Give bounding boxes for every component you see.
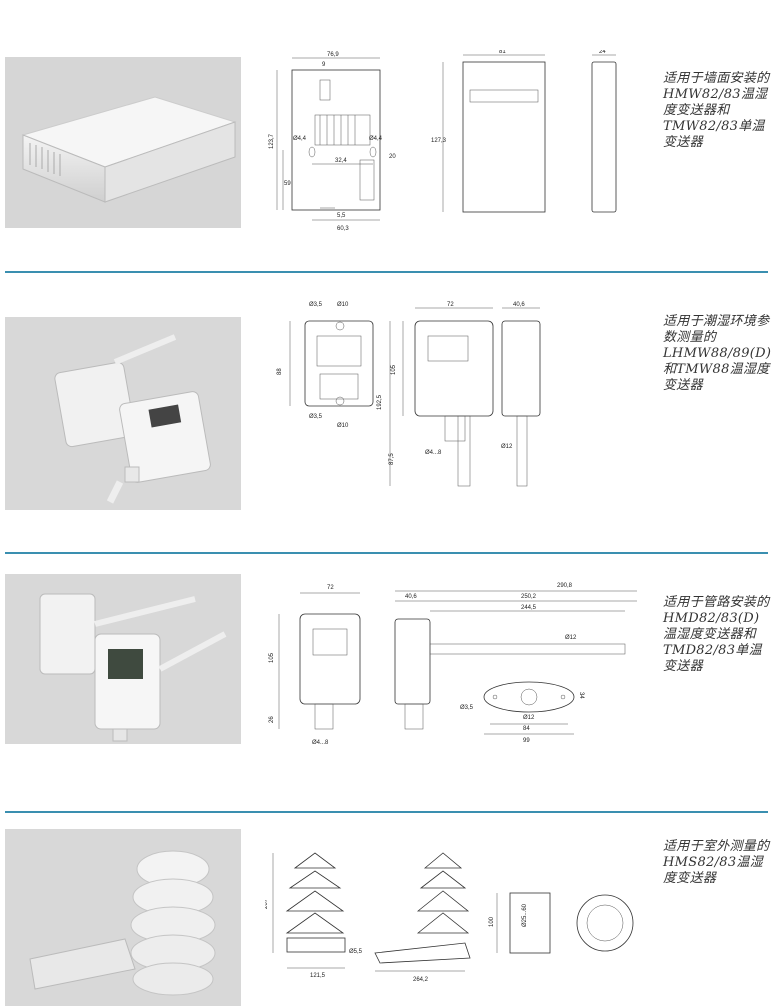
section-divider <box>5 552 768 554</box>
dim-height-207: 207 <box>265 898 269 909</box>
dim-probe-87-5: 87,5 <box>389 453 395 465</box>
dim-hole-a: Ø3,5 <box>309 302 323 308</box>
dim-probe-dia: Ø12 <box>565 635 577 641</box>
section-outdoor: 207 Ø5,5 121,5 264,2 100 Ø25...60 适用于室外测… <box>0 813 775 1006</box>
dim-clamp-range: Ø25...60 <box>522 903 528 927</box>
section-wall-mount: 76,9 9 123,7 Ø4,4 Ø4,4 32,4 20 59 5,5 60… <box>0 0 775 272</box>
dim-flange-hole: Ø3,5 <box>460 705 474 711</box>
dim-flange-84: 84 <box>523 726 530 732</box>
dim-width-264-2: 264,2 <box>413 977 429 983</box>
dim-hole-left: Ø4,4 <box>293 136 307 142</box>
dim-hole-c: Ø3,5 <box>309 414 323 420</box>
technical-drawing-outdoor: 207 Ø5,5 121,5 264,2 100 Ø25...60 <box>263 843 645 1003</box>
dim-upper-105: 105 <box>391 364 397 375</box>
dim-height: 123,7 <box>269 133 275 149</box>
dim-hole: Ø5,5 <box>349 949 363 955</box>
technical-drawing-duct: 72 105 26 Ø4...8 290,8 40,6 250,2 244,5 … <box>265 579 645 779</box>
dim-box-width: 72 <box>327 585 334 591</box>
section-description: 适用于潮湿环境参数测量的LHMW88/89(D)和TMW88温湿度变送器 <box>663 314 772 393</box>
dim-cable: Ø4...8 <box>312 740 329 746</box>
dim-bottom-width: 60,3 <box>337 226 349 232</box>
dim-hole-spacing: 32,4 <box>335 158 347 164</box>
dim-width-121-5: 121,5 <box>310 973 326 979</box>
dim-height-105: 105 <box>269 652 275 663</box>
section-description: 适用于管路安装的HMD82/83(D)温湿度变送器和TMD82/83单温变送器 <box>663 595 770 674</box>
technical-drawing-humid: Ø3,5 Ø10 88 Ø3,5 Ø10 72 192,5 105 87,5 Ø… <box>265 296 645 496</box>
dim-clamp-100: 100 <box>489 916 495 927</box>
dim-depth: 40,6 <box>405 594 417 600</box>
dim-side-20: 20 <box>389 154 396 160</box>
dim-hole-right: Ø4,4 <box>369 136 383 142</box>
dim-height-88: 88 <box>277 368 283 375</box>
section-description: 适用于室外测量的HMS82/83温湿度变送器 <box>663 839 770 886</box>
dim-box-width: 81 <box>499 50 506 55</box>
product-photo-wall-mount <box>5 57 241 228</box>
dim-hole-d: Ø10 <box>337 423 349 429</box>
dim-probe-dia: Ø12 <box>501 444 513 450</box>
section-description: 适用于墙面安装的HMW82/83温湿度变送器和TMW82/83单温变送器 <box>663 71 770 150</box>
technical-drawing-wall-mount: 76,9 9 123,7 Ø4,4 Ø4,4 32,4 20 59 5,5 60… <box>265 49 645 240</box>
product-photo-duct <box>5 574 241 744</box>
dim-flange-99: 99 <box>523 738 530 744</box>
section-divider <box>5 271 768 273</box>
dim-lower-26: 26 <box>269 716 275 723</box>
dim-total-len: 290,8 <box>557 583 573 589</box>
dim-hole-b: Ø10 <box>337 302 349 308</box>
dim-flange-center: Ø12 <box>523 715 535 721</box>
dim-len-250-2: 250,2 <box>521 594 537 600</box>
dim-depth: 40,6 <box>513 302 525 308</box>
dim-bottom-5-5: 5,5 <box>337 213 346 219</box>
dim-flange-34: 34 <box>578 692 584 699</box>
dim-front-width: 76,9 <box>327 52 339 58</box>
dim-box-width: 72 <box>447 302 454 308</box>
dim-depth: 24 <box>599 50 606 55</box>
section-divider <box>5 811 768 813</box>
product-photo-outdoor <box>5 829 241 1006</box>
section-duct-mount: 72 105 26 Ø4...8 290,8 40,6 250,2 244,5 … <box>0 554 775 812</box>
dim-len-244-5: 244,5 <box>521 605 537 611</box>
dim-total-height: 192,5 <box>377 394 383 410</box>
dim-lower-59: 59 <box>284 181 291 187</box>
section-humid-environment: Ø3,5 Ø10 88 Ø3,5 Ø10 72 192,5 105 87,5 Ø… <box>0 273 775 553</box>
dim-top-small: 9 <box>322 62 326 68</box>
dim-cable: Ø4...8 <box>425 450 442 456</box>
product-photo-humid <box>5 317 241 510</box>
dim-box-height: 127,3 <box>431 138 447 144</box>
